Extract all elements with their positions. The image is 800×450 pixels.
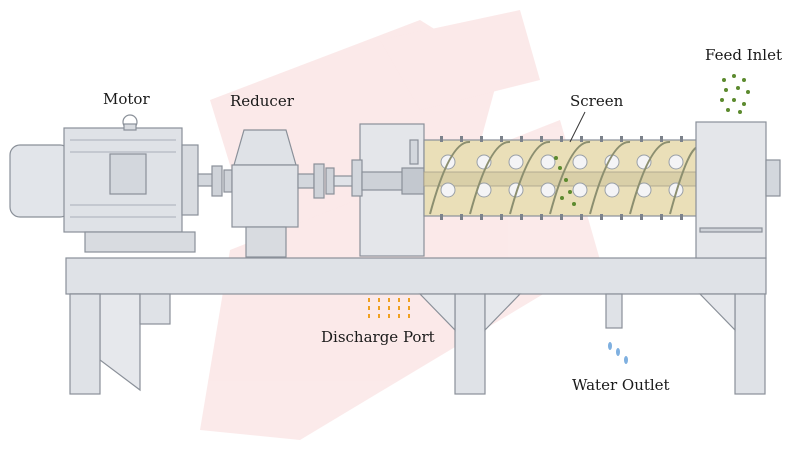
coupling-icon bbox=[211, 165, 233, 197]
screw-icon bbox=[423, 136, 701, 220]
label-screen: Screen bbox=[570, 92, 624, 110]
feed-housing bbox=[695, 121, 781, 259]
label-motor: Motor bbox=[103, 90, 150, 108]
frame-icon bbox=[65, 257, 767, 395]
label-reducer: Reducer bbox=[230, 92, 294, 110]
motor-icon bbox=[9, 114, 217, 253]
label-feed-inlet: Feed Inlet bbox=[705, 46, 782, 64]
discharge-material bbox=[368, 298, 410, 318]
bearing-housing bbox=[351, 123, 425, 257]
label-discharge-port: Discharge Port bbox=[321, 328, 435, 346]
water-drops bbox=[608, 342, 628, 364]
feed-material bbox=[720, 74, 750, 114]
reducer-icon bbox=[231, 129, 315, 258]
screen-leader-line bbox=[569, 111, 586, 143]
label-water-outlet: Water Outlet bbox=[572, 376, 670, 394]
